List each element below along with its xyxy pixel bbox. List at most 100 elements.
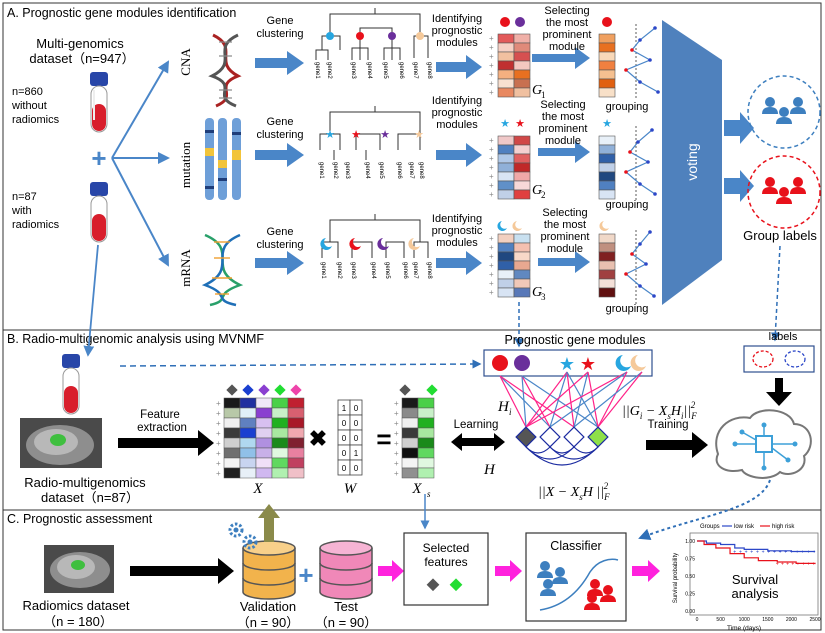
w-value: 0 <box>354 464 359 473</box>
km-censor-mark: + <box>745 550 748 556</box>
grouping-point <box>638 284 642 288</box>
grouping-point <box>648 230 652 234</box>
selected-features-box <box>403 532 489 606</box>
x-cell <box>271 437 289 449</box>
test-count: （n = 90） <box>315 615 378 630</box>
heatmap-head-red-icon <box>500 17 510 27</box>
selected-cell <box>598 180 616 191</box>
x-cell <box>271 397 289 409</box>
omics-label-mrna: mRNA <box>178 249 193 287</box>
gene-label: gene8 <box>426 62 432 79</box>
w-label: W <box>344 481 358 497</box>
heatmap-cell <box>513 171 531 182</box>
brain-model-icon <box>715 409 812 479</box>
plus-row-icon: + <box>216 399 221 408</box>
heatmap-head-star-red-icon: ★ <box>515 118 525 130</box>
feature-matrix-header <box>226 384 302 396</box>
grouping-point <box>638 80 642 84</box>
validation-count: （n = 90） <box>237 615 300 630</box>
x-cell <box>239 407 257 419</box>
x-cell <box>223 447 241 459</box>
selecting-step <box>532 47 590 273</box>
identifying-label-3c: modules <box>436 237 478 249</box>
heatmap-cell <box>497 42 515 53</box>
heatmap-head-moon-blue-icon <box>497 221 507 231</box>
gene-clustering-label-2b: clustering <box>256 129 303 141</box>
multiply-icon: ✖ <box>309 426 327 451</box>
feature-gray-icon <box>426 578 440 592</box>
x-cell <box>223 407 241 419</box>
multigenomics-dataset-count: dataset（n=947） <box>29 51 134 66</box>
selected-cell <box>598 78 616 89</box>
xs-label: X <box>411 481 422 497</box>
selected-cell <box>598 144 616 155</box>
x-cell <box>271 447 289 459</box>
identifying-label-2c: modules <box>436 119 478 131</box>
x-cell <box>287 467 305 479</box>
w-value: 0 <box>342 464 347 473</box>
xs-cell <box>417 417 435 429</box>
module-moon-purple-icon <box>377 238 389 250</box>
gene-label: gene1 <box>320 262 326 279</box>
voting-funnel <box>662 20 722 305</box>
module-node-red-icon <box>356 32 364 40</box>
voting-label: voting <box>684 143 700 180</box>
validation-label: Validation <box>240 599 296 614</box>
w-value: 0 <box>354 434 359 443</box>
xs-cell <box>401 467 419 479</box>
gene-clustering-step: Gene clustering Gene clustering Gene clu… <box>255 15 304 275</box>
latent-node-icon <box>587 426 609 448</box>
x-cell <box>271 407 289 419</box>
heatmap-cell <box>513 78 531 89</box>
classifier-groups-icon <box>537 558 619 611</box>
h-label: H <box>483 462 496 478</box>
heatmap-cell <box>497 51 515 62</box>
km-censor-mark: + <box>801 550 804 556</box>
x-cell <box>255 447 273 459</box>
heatmap-cell <box>513 287 531 298</box>
km-censor-mark: + <box>807 561 810 567</box>
w-value: 0 <box>342 434 347 443</box>
dendrogram-mrna <box>321 214 429 258</box>
grouping-point <box>630 48 634 52</box>
x-cell <box>287 407 305 419</box>
grouping-point <box>650 128 654 132</box>
plus-row-icon: + <box>216 449 221 458</box>
km-censor-mark: + <box>767 550 770 556</box>
selected-cell <box>598 153 616 164</box>
gene-label: gene3 <box>350 262 356 279</box>
heatmap-cell <box>513 260 531 271</box>
grouping-point <box>638 38 642 42</box>
radio-multigenomics-dataset-label: Radio-multigenomics <box>24 475 146 490</box>
low-risk-group-icon <box>762 97 806 124</box>
heatmap-cell <box>513 33 531 44</box>
heatmap-cell <box>497 33 515 44</box>
selected-feature-matrix-xs: ++++++++ <box>394 397 435 479</box>
identifying-label-1b: prognostic <box>432 25 483 37</box>
plus-row-icon: + <box>489 61 494 70</box>
grouping-point <box>630 252 634 256</box>
km-ylabel: Survival probability <box>673 553 679 603</box>
plus-row-icon: + <box>489 52 494 61</box>
identifying-label-2b: prognostic <box>432 107 483 119</box>
km-censor-mark: + <box>790 550 793 556</box>
xs-cell <box>417 437 435 449</box>
km-censor-mark: + <box>781 561 784 567</box>
network-edge <box>549 371 628 428</box>
x-cell <box>223 437 241 449</box>
selected-cell <box>598 162 616 173</box>
x-cell <box>271 467 289 479</box>
selected-cell <box>598 287 616 298</box>
label-low-risk-icon <box>784 350 806 368</box>
block-arrow <box>532 47 590 69</box>
x-label: X <box>252 481 263 497</box>
magenta-arrow <box>632 560 660 582</box>
plus-row-icon: + <box>489 279 494 288</box>
selected-cell <box>598 242 616 253</box>
block-arrow <box>436 251 482 275</box>
x-cell <box>271 457 289 469</box>
km-censor-mark: + <box>791 561 794 567</box>
plus-row-icon: + <box>394 459 399 468</box>
xs-cell <box>401 457 419 469</box>
n87-label: n=87 <box>12 191 37 203</box>
